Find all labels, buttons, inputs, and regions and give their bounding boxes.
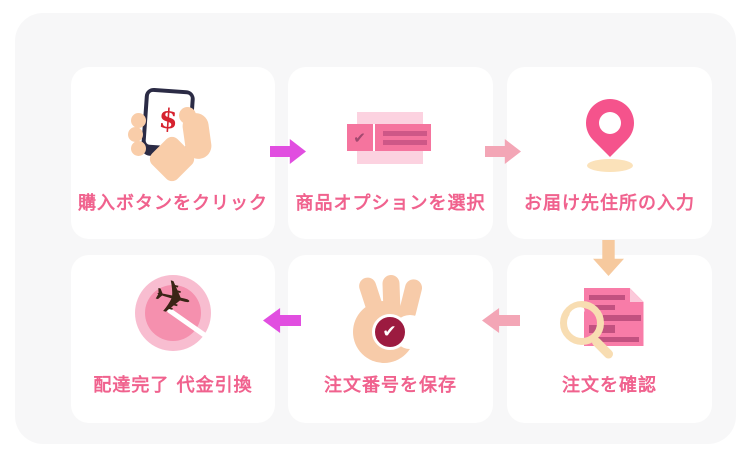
airplane-delivery-icon: ✈ <box>125 267 221 359</box>
location-pin-icon <box>569 89 651 175</box>
step-card-delivery-complete: ✈ 配達完了 代金引換 <box>71 255 275 423</box>
text-line <box>594 337 639 342</box>
ok-hand-check-icon: ✔ <box>339 274 443 363</box>
text-line <box>588 295 625 300</box>
step-label: 商品オプションを選択 <box>295 193 486 214</box>
product-options-checklist-icon: ✔ <box>326 112 456 172</box>
text-line <box>602 315 641 321</box>
step-label: お届け先住所の入力 <box>524 193 695 214</box>
step-card-select-options: ✔ 商品オプションを選択 <box>288 67 493 239</box>
step-card-address-input: お届け先住所の入力 <box>507 67 712 239</box>
step-card-purchase-click: $ 購入ボタンをクリック <box>71 67 275 239</box>
dollar-sign: $ <box>157 103 179 136</box>
step-card-save-order-number: ✔ 注文番号を保存 <box>288 255 493 423</box>
document-magnifier-icon <box>558 273 662 365</box>
check-icon: ✔ <box>353 128 366 147</box>
smartphone-dollar-icon: $ <box>118 87 228 187</box>
pin-shadow <box>586 159 633 172</box>
hand-finger <box>128 127 143 142</box>
magnifier-lens <box>559 301 604 345</box>
step-label: 注文番号を保存 <box>324 375 457 396</box>
text-line <box>382 140 427 145</box>
flow-panel: $ 購入ボタンをクリック ✔ 商品オプションを選択 <box>15 13 736 444</box>
pin-hole <box>598 112 621 134</box>
text-line <box>382 131 427 136</box>
hand-thumb <box>179 107 196 124</box>
step-label: 配達完了 代金引換 <box>93 375 253 396</box>
step-label: 注文を確認 <box>562 375 657 396</box>
check-badge: ✔ <box>371 314 408 350</box>
checkbox-cell: ✔ <box>346 124 375 151</box>
text-line <box>588 305 615 310</box>
step-card-confirm-order: 注文を確認 <box>507 255 712 423</box>
hand-finger <box>131 141 146 156</box>
step-label: 購入ボタンをクリック <box>78 193 268 214</box>
check-icon: ✔ <box>382 322 397 342</box>
hand-finger <box>131 113 146 128</box>
